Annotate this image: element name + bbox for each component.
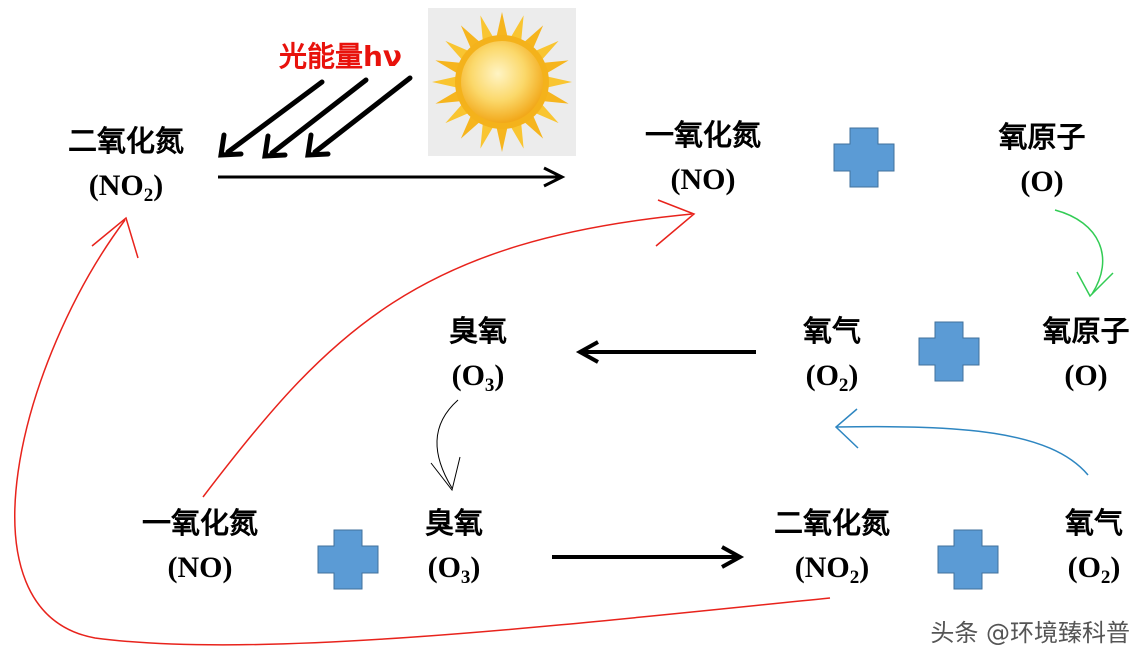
node-no2-bottom: 二氧化氮 (NO2): [762, 506, 902, 588]
sun-ray: [509, 15, 524, 43]
sun-ray: [435, 60, 463, 75]
node-oxygen-atom-top: 氧原子 (O): [982, 120, 1102, 200]
node-name: 二氧化氮: [67, 124, 184, 158]
node-formula: (O3): [427, 551, 481, 588]
blue-plus-icon: [317, 529, 379, 590]
node-formula: (O): [1020, 165, 1064, 198]
sun-ray: [435, 89, 463, 104]
node-name: 氧原子: [1042, 314, 1130, 348]
blue-plus-icon: [937, 529, 999, 590]
node-no-top: 一氧化氮 (NO): [633, 118, 773, 198]
watermark: 头条 @环境臻科普: [930, 619, 1130, 647]
sun-ray: [432, 76, 459, 88]
node-formula: (NO): [167, 551, 233, 584]
node-oxygen-atom-middle: 氧原子 (O): [1026, 314, 1146, 394]
red-curve-no-to-no: [202, 213, 693, 498]
node-formula: (O3): [451, 359, 505, 396]
node-formula: (O2): [805, 359, 859, 396]
light-energy-label: 光能量hν: [279, 40, 403, 73]
light-arrow-1: [225, 79, 325, 155]
light-arrow-2: [269, 77, 369, 156]
sun-ray: [480, 121, 495, 149]
blue-plus-icon: [833, 127, 895, 188]
node-name: 氧气: [802, 314, 861, 348]
node-name: 臭氧: [448, 314, 507, 348]
sun-ray: [509, 121, 524, 149]
node-no2-top: 二氧化氮 (NO2): [56, 124, 196, 206]
black-curve-ozone: [436, 399, 459, 489]
node-no-bottom: 一氧化氮 (NO): [130, 506, 270, 586]
sun-ray: [496, 12, 508, 39]
reaction-arrow-top-head: [543, 166, 566, 188]
node-name: 一氧化氮: [141, 506, 258, 540]
node-name: 氧气: [1064, 506, 1123, 540]
red-curve-no2-to-no2: [14, 219, 831, 646]
sun-ray: [541, 89, 569, 104]
light-energy-arrows: [218, 75, 413, 159]
node-formula: (NO2): [794, 551, 870, 588]
node-ozone-bottom: 臭氧 (O3): [394, 506, 514, 588]
node-ozone-middle: 臭氧 (O3): [418, 314, 538, 396]
node-name: 氧原子: [998, 120, 1086, 154]
reaction-arrow-bottom-head: [721, 545, 745, 569]
node-formula: (O2): [1067, 551, 1121, 588]
node-name: 一氧化氮: [644, 118, 761, 152]
blue-curve-oxygen: [835, 425, 1089, 476]
sun-ray: [480, 15, 495, 43]
node-oxygen-bottom: 氧气 (O2): [1044, 506, 1144, 588]
blue-plus-icon: [918, 321, 980, 382]
light-arrow-3: [312, 75, 413, 155]
node-name: 二氧化氮: [773, 506, 890, 540]
node-name: 臭氧: [424, 506, 483, 540]
node-formula: (O): [1064, 359, 1108, 392]
node-formula: (NO2): [88, 169, 164, 206]
sun-ray: [541, 60, 569, 75]
green-curve-oxygen-atom: [1054, 209, 1104, 295]
node-oxygen-middle: 氧气 (O2): [772, 314, 892, 396]
sun-ray: [496, 125, 508, 152]
reaction-arrow-middle-head: [575, 340, 599, 364]
sun-ray: [545, 76, 572, 88]
sun-icon: [428, 8, 576, 156]
node-formula: (NO): [670, 163, 736, 196]
